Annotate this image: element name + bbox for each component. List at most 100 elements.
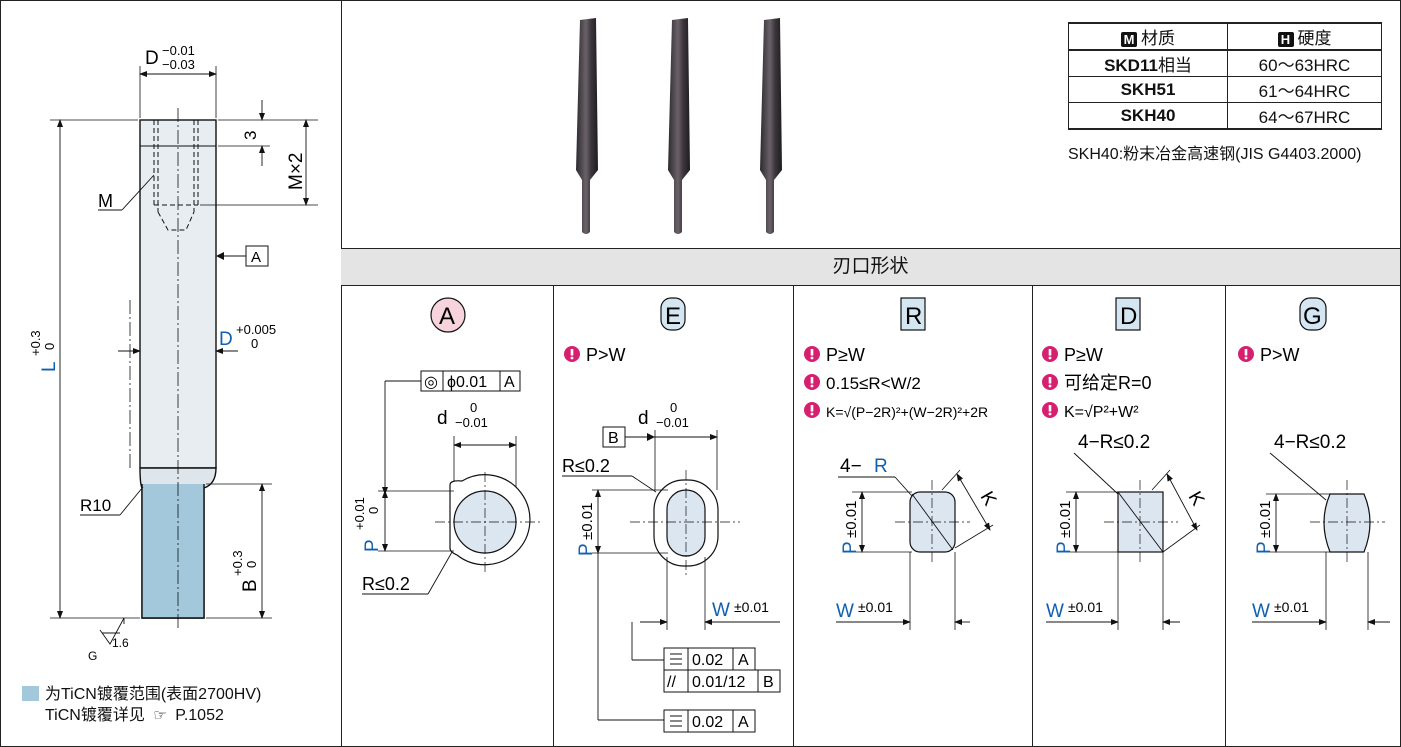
- cond-D-1: P≥W: [1064, 345, 1103, 365]
- dim-P-D: P: [1054, 541, 1075, 554]
- dim-L-label: L: [39, 361, 60, 372]
- radius-note-A: R≤0.2: [362, 574, 410, 594]
- hardness-tag-icon: H: [1277, 32, 1294, 47]
- fcf-A-value: ϕ0.01: [447, 374, 487, 391]
- label-R10: R10: [80, 496, 111, 515]
- datum-B-label: B: [608, 430, 619, 447]
- dim-D-label: D: [145, 48, 159, 69]
- cond-E-1: P>W: [586, 345, 626, 365]
- column-divider: [1225, 286, 1226, 747]
- corner-prefix-R: 4−: [840, 456, 862, 477]
- corner-note-D: 4−R≤0.2: [1078, 432, 1150, 453]
- dim-W-G: W: [1252, 601, 1270, 622]
- punch-technical-drawing: D −0.01 −0.03 3 M×2 M A L +0.3 0 D +0.00…: [28, 43, 318, 663]
- page-reference-link[interactable]: P.1052: [175, 707, 224, 724]
- cond-R-1: P≥W: [826, 345, 865, 365]
- dim-P-A-tol-lower: 0: [366, 507, 381, 514]
- dim-L-tol-lower: 0: [42, 343, 57, 350]
- material-header-label: 材质: [1141, 29, 1175, 48]
- roughness-G: G: [88, 649, 97, 663]
- material-note: SKH40:粉末冶金高速钢(JIS G4403.2000): [1068, 146, 1362, 163]
- dim-D-body-tol-upper: +0.005: [236, 322, 276, 337]
- badge-R: [900, 297, 926, 331]
- coating-swatch: [22, 686, 39, 701]
- badge-D: [1115, 297, 1141, 331]
- dim-3-label: 3: [241, 131, 260, 140]
- punch-photo-3: [760, 18, 782, 234]
- dim-P-R-tol: ±0.01: [843, 501, 860, 538]
- cond-D-2: 可给定R=0: [1064, 373, 1152, 393]
- cond-D-3: K=√P²+W²: [1064, 404, 1139, 421]
- material-tag-icon: M: [1121, 32, 1137, 47]
- fcf1-E-value: 0.02: [692, 652, 723, 669]
- cond-R-3: K=√(P−2R)²+(W−2R)²+2R: [826, 404, 988, 420]
- table-row: SKH51 61～64HRC: [1068, 76, 1382, 103]
- label-M: M: [98, 191, 113, 211]
- material-name: SKD11: [1104, 56, 1158, 75]
- fcf1-E-datum: A: [738, 652, 749, 669]
- dim-W-D: W: [1046, 601, 1064, 622]
- badge-R-letter: R: [905, 303, 922, 330]
- dim-d-E-tol-lower: −0.01: [656, 415, 689, 430]
- table-row: SKD11相当 60～63HRC: [1068, 49, 1382, 77]
- punch-photo-1: [576, 18, 598, 234]
- dim-P-A: P: [362, 539, 383, 552]
- badge-G-letter: G: [1303, 303, 1322, 330]
- roughness-value: 1.6: [112, 636, 129, 650]
- shape-D: D P≥W 可给定R=0 K=√P²+W² 4−R≤0.2 K P ±0.01 …: [1042, 297, 1209, 630]
- fcf2-E-symbol: //: [667, 674, 676, 691]
- corner-note-G: 4−R≤0.2: [1274, 432, 1346, 453]
- dim-P-R: P: [840, 541, 861, 554]
- dim-W-D-tol: ±0.01: [1068, 599, 1103, 615]
- dim-MX2-label: M×2: [286, 153, 307, 191]
- hardness-cell: 60～63HRC: [1227, 49, 1382, 77]
- dim-P-G: P: [1254, 541, 1275, 554]
- corner-R-label: R: [874, 456, 888, 477]
- dim-P-E: P: [576, 543, 597, 556]
- cond-G-1: P>W: [1260, 345, 1300, 365]
- dim-B-label: B: [240, 579, 261, 592]
- section-title: 刃口形状: [341, 248, 1400, 286]
- dim-P-G-tol: ±0.01: [1257, 501, 1274, 538]
- dim-W-R: W: [836, 601, 854, 622]
- badge-A: [430, 297, 466, 333]
- fcf-A-datum: A: [504, 374, 515, 391]
- column-divider: [553, 286, 554, 747]
- punch-photo-2: [668, 18, 690, 234]
- dim-B-tol-upper: +0.3: [230, 550, 245, 576]
- badge-D-letter: D: [1120, 303, 1137, 330]
- dim-P-E-tol: ±0.01: [579, 503, 596, 540]
- material-suffix: 相当: [1157, 56, 1192, 75]
- pointing-hand-icon[interactable]: ☞: [153, 707, 167, 724]
- legend-line1: 为TiCN镀覆范围(表面2700HV): [45, 686, 262, 703]
- material-cell: SKH51: [1068, 76, 1228, 103]
- dim-D-tol-lower: −0.03: [162, 57, 195, 72]
- dim-W-G-tol: ±0.01: [1274, 599, 1309, 615]
- legend-line2: TiCN镀覆详见: [45, 707, 145, 724]
- fcf3-E-datum: A: [738, 714, 749, 731]
- material-cell: SKH40: [1068, 102, 1228, 130]
- dim-K-D: K: [1184, 488, 1209, 510]
- hardness-cell: 61～64HRC: [1227, 76, 1382, 103]
- material-header: M 材质: [1068, 22, 1228, 51]
- radius-note-E: R≤0.2: [562, 456, 610, 476]
- shape-R: R P≥W 0.15≤R<W/2 K=√(P−2R)²+(W−2R)²+2R 4…: [804, 297, 1001, 630]
- dim-W-E: W: [712, 600, 730, 621]
- dim-D-body-label: D: [219, 329, 233, 350]
- badge-E: [660, 297, 686, 331]
- fcf2-E-value: 0.01/12: [692, 674, 745, 691]
- table-row: SKH40 64～67HRC: [1068, 102, 1382, 130]
- badge-G: [1299, 297, 1327, 331]
- dim-B-tol-lower: 0: [244, 561, 259, 568]
- dim-d-A-tol-upper: 0: [470, 400, 477, 415]
- dim-K-R: K: [976, 488, 1001, 510]
- hardness-cell: 64～67HRC: [1227, 102, 1382, 130]
- dim-L-tol-upper: +0.3: [28, 330, 43, 356]
- material-cell: SKD11相当: [1068, 49, 1228, 77]
- shape-A: A ◎ ϕ0.01 A d 0 −0.01 P +0.01 0 R≤0.2: [352, 297, 540, 595]
- badge-A-letter: A: [439, 303, 455, 330]
- dim-P-D-tol: ±0.01: [1057, 501, 1074, 538]
- badge-E-letter: E: [665, 303, 681, 330]
